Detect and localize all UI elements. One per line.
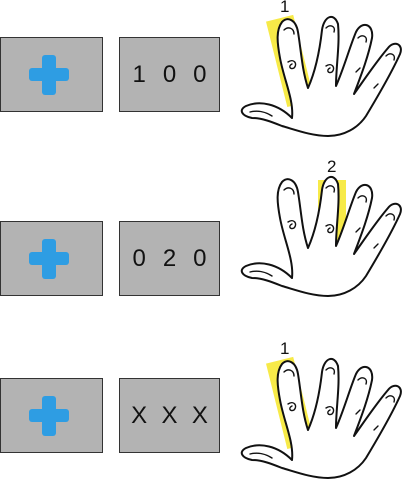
cue-digit: 2 <box>162 244 177 272</box>
hand-illustration-2: 2 <box>232 157 406 300</box>
hand-icon <box>240 175 402 297</box>
fixation-panel-3 <box>0 378 103 453</box>
cue-panel-2: 0 2 0 <box>119 221 220 296</box>
finger-number-label: 1 <box>280 339 290 358</box>
plus-icon-vertical <box>42 396 56 436</box>
fixation-panel-2 <box>0 221 103 296</box>
plus-icon-vertical <box>42 55 56 95</box>
cue-panel-3: X X X <box>119 378 220 453</box>
cue-digit: 0 <box>162 60 177 88</box>
cue-digit: 0 <box>193 244 207 272</box>
hand-illustration-3: 1 <box>232 339 406 482</box>
cue-symbol: X <box>131 401 148 429</box>
cue-panel-1: 1 0 0 <box>119 37 220 112</box>
cue-symbol: X <box>191 401 208 429</box>
cue-digit: 0 <box>193 60 207 88</box>
cue-digit: 1 <box>132 60 146 88</box>
finger-number-label: 1 <box>280 0 290 16</box>
cue-symbol: X <box>161 401 178 429</box>
hand-icon <box>240 356 402 479</box>
plus-icon-vertical <box>42 239 56 279</box>
hand-icon <box>240 14 402 137</box>
hand-illustration-1: 1 <box>232 0 406 140</box>
cue-digit: 0 <box>132 244 146 272</box>
finger-number-label: 2 <box>327 157 337 176</box>
fixation-panel-1 <box>0 37 103 112</box>
